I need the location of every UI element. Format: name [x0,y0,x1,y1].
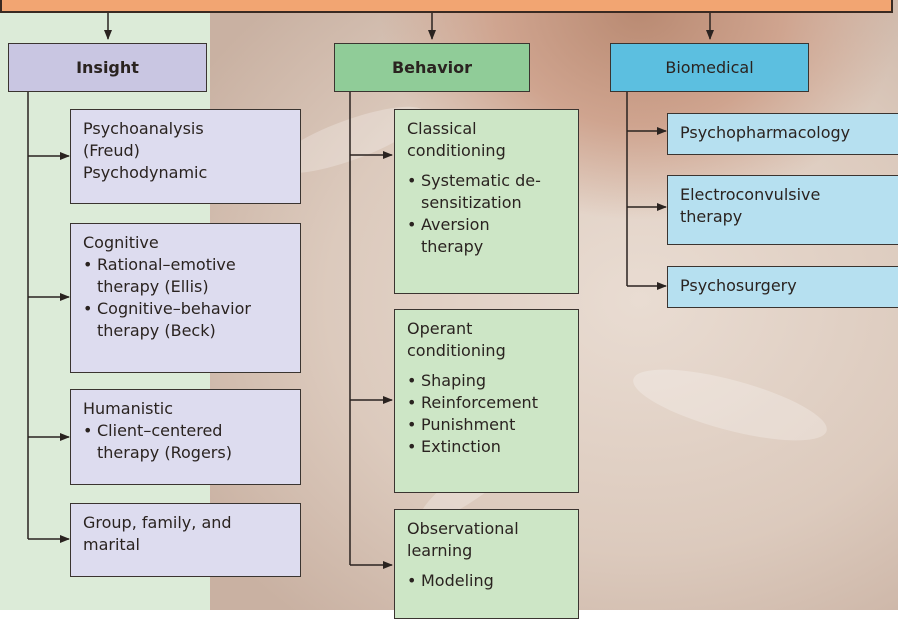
bullet-text: Rational–emotive [97,255,236,274]
bullet-dot: • [407,215,417,234]
bullet-dot: • [83,255,93,274]
psychodynamic-line: Psychodynamic [83,163,208,182]
group-line: Group, family, and [83,513,232,532]
observational-title: learning [407,541,473,560]
ect-line: Electroconvulsive [680,185,821,204]
bullet-dot: • [407,415,417,434]
classical-title: Classical [407,119,477,138]
bullet-item: • Systematic de- sensitization [407,170,566,214]
group-family-box: Group, family, and marital [70,503,301,577]
behavior-header: Behavior [334,43,530,92]
bullet-text: Cognitive–behavior [97,299,251,318]
bullet-item: • Client–centered therapy (Rogers) [83,420,288,464]
classical-conditioning-box: Classical conditioning • Systematic de- … [394,109,579,294]
psychopharmacology-box: Psychopharmacology [667,113,898,155]
bullet-item: • Modeling [407,570,566,592]
psychosurgery-box: Psychosurgery [667,266,898,308]
ect-line: therapy [680,207,743,226]
bullet-text: therapy (Ellis) [97,277,209,296]
bullet-item: • Reinforcement [407,392,566,414]
top-category-bar [0,0,893,13]
bullet-text: Punishment [421,415,516,434]
biomedical-header: Biomedical [610,43,809,92]
bullet-text: Systematic de- [421,171,541,190]
operant-title: conditioning [407,341,506,360]
cognitive-title: Cognitive [83,233,159,252]
operant-conditioning-box: Operant conditioning • Shaping • Reinfor… [394,309,579,493]
cognitive-box: Cognitive • Rational–emotive therapy (El… [70,223,301,373]
bullet-item: • Punishment [407,414,566,436]
bullet-item: • Cognitive–behavior therapy (Beck) [83,298,288,342]
operant-title: Operant [407,319,473,338]
bullet-dot: • [407,571,417,590]
bullet-item: • Rational–emotive therapy (Ellis) [83,254,288,298]
bullet-item: • Extinction [407,436,566,458]
marital-line: marital [83,535,140,554]
psychoanalysis-line: Psychoanalysis [83,119,204,138]
biomedical-header-label: Biomedical [665,57,754,77]
insight-header-label: Insight [76,57,139,77]
freud-line: (Freud) [83,141,140,160]
psychoanalysis-box: Psychoanalysis (Freud) Psychodynamic [70,109,301,204]
bullet-dot: • [83,299,93,318]
bullet-text: Extinction [421,437,501,456]
bullet-text: therapy [421,237,484,256]
bullet-text: Client–centered [97,421,223,440]
classical-title: conditioning [407,141,506,160]
bullet-text: Aversion [421,215,490,234]
insight-header: Insight [8,43,207,92]
observational-title: Observational [407,519,519,538]
bullet-text: Reinforcement [421,393,538,412]
psychopharmacology-label: Psychopharmacology [680,123,851,142]
electroconvulsive-box: Electroconvulsive therapy [667,175,898,245]
bullet-dot: • [407,371,417,390]
bullet-dot: • [407,171,417,190]
bullet-dot: • [407,393,417,412]
bullet-text: sensitization [421,193,522,212]
observational-learning-box: Observational learning • Modeling [394,509,579,619]
bullet-text: therapy (Rogers) [97,443,232,462]
psychosurgery-label: Psychosurgery [680,276,797,295]
humanistic-title: Humanistic [83,399,173,418]
bullet-item: • Shaping [407,370,566,392]
bullet-text: therapy (Beck) [97,321,216,340]
bullet-item: • Aversion therapy [407,214,566,258]
bullet-dot: • [407,437,417,456]
humanistic-box: Humanistic • Client–centered therapy (Ro… [70,389,301,485]
behavior-header-label: Behavior [391,57,473,77]
bullet-text: Shaping [421,371,486,390]
bullet-text: Modeling [421,571,494,590]
bullet-dot: • [83,421,93,440]
